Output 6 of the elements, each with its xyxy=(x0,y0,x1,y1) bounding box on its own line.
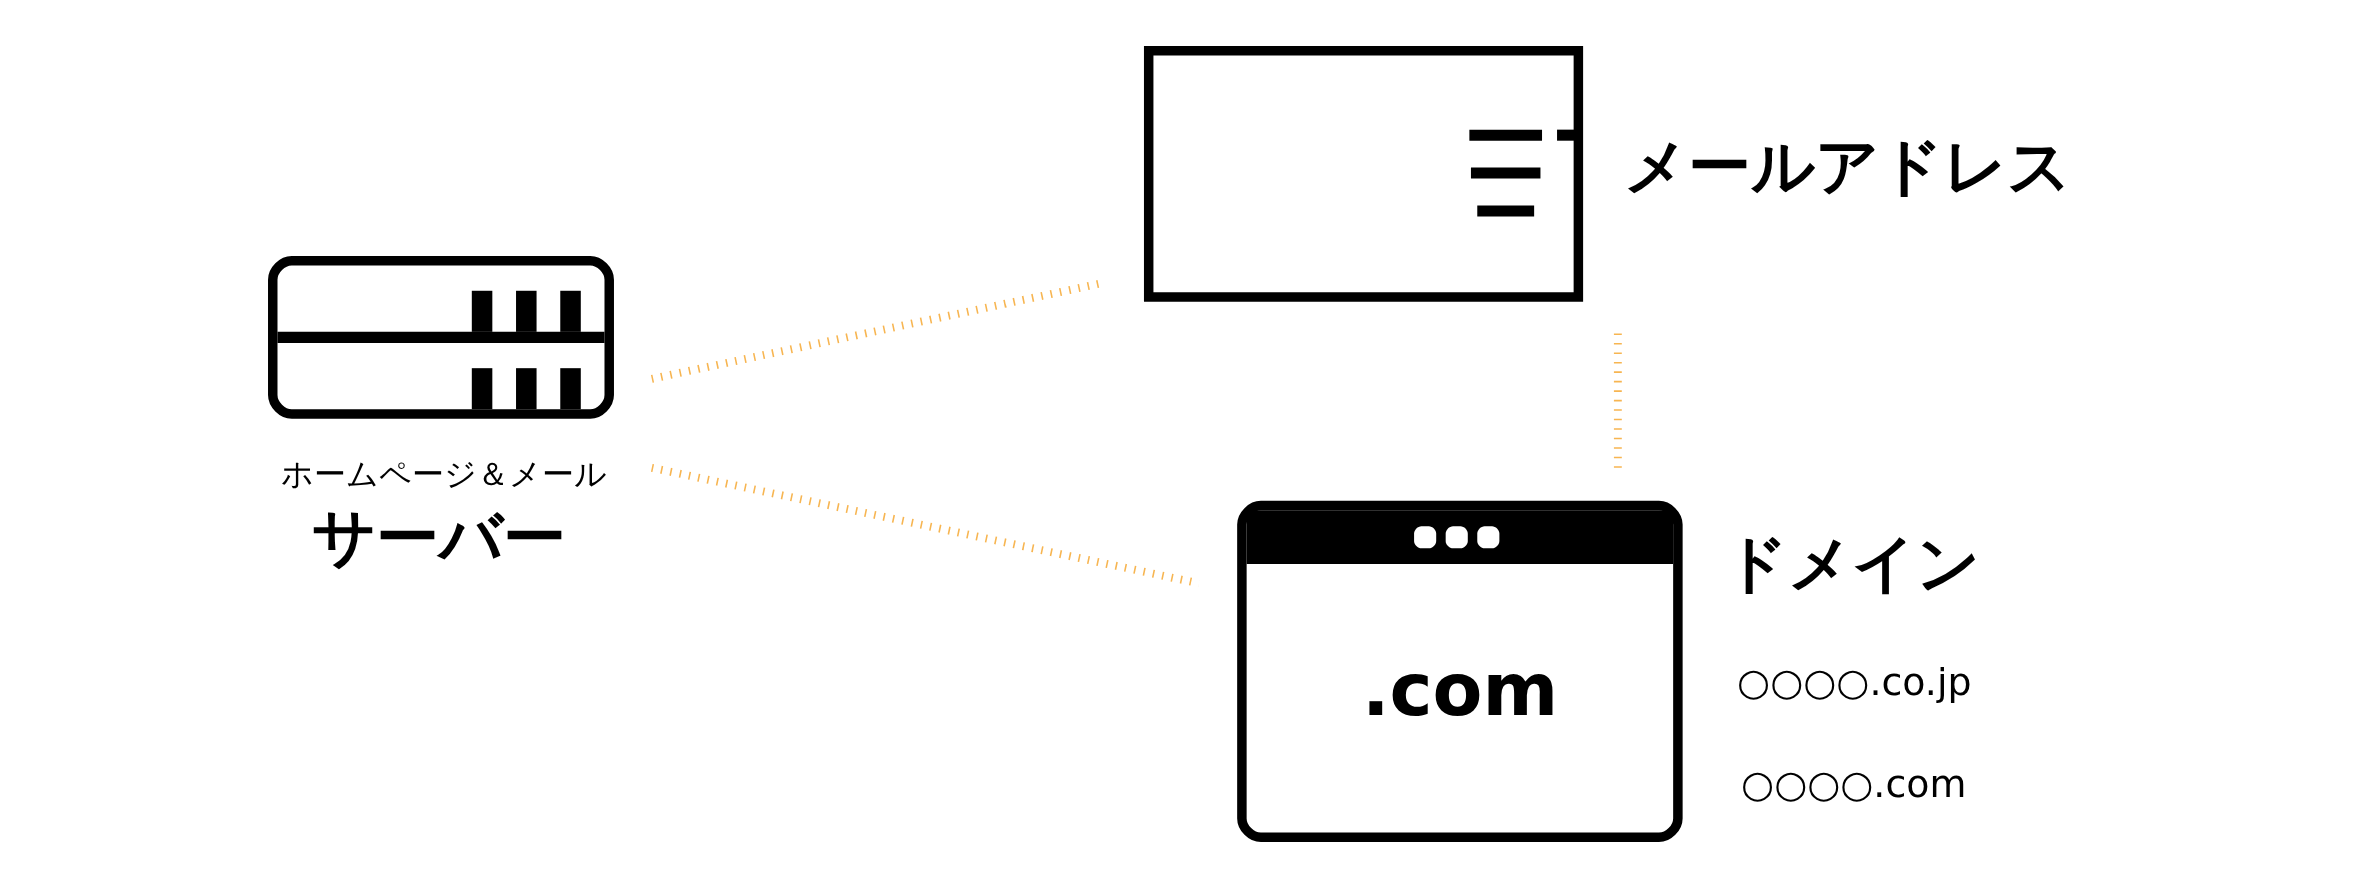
node-label: ホームページ＆メール xyxy=(280,456,607,493)
node-label: ○○○○.co.jp xyxy=(1737,660,1972,705)
node-label: サーバー xyxy=(312,500,567,575)
node-label: ○○○○.com xyxy=(1741,761,1967,806)
node-label: メールアドレス xyxy=(1624,129,2072,204)
node-label: ドメイン xyxy=(1723,525,1980,600)
